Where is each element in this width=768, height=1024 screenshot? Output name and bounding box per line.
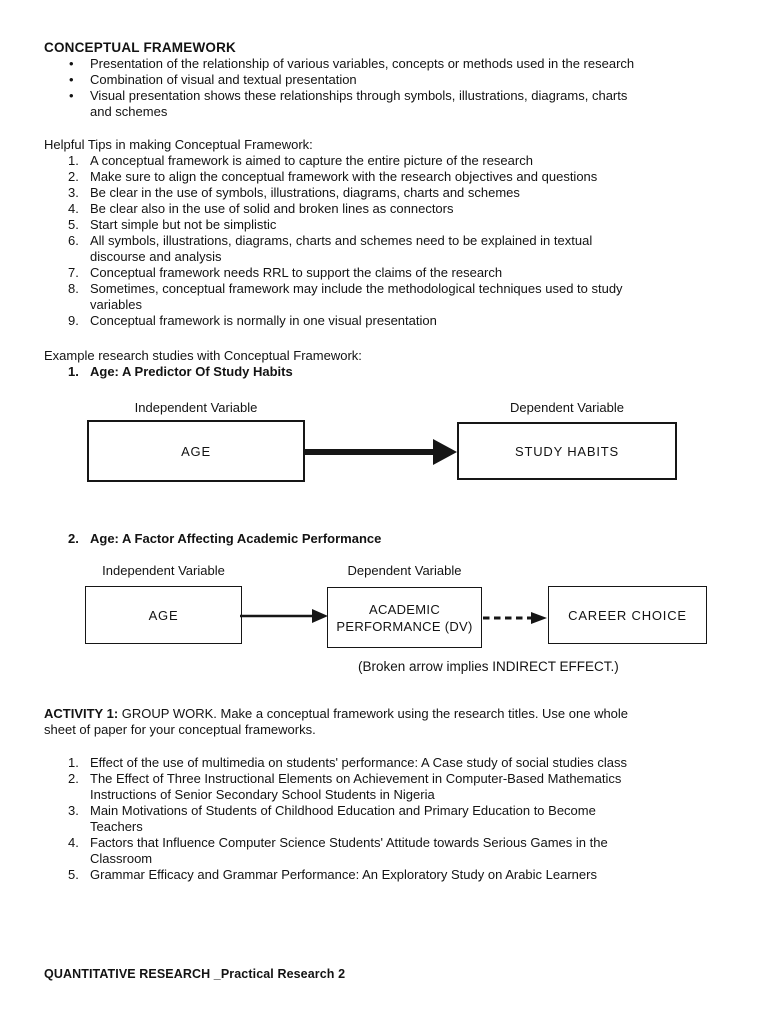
item-text: The Effect of Three Instructional Elemen…	[90, 771, 622, 802]
tip-item: 2. Make sure to align the conceptual fram…	[68, 169, 732, 185]
item-number: 8.	[68, 281, 79, 296]
independent-variable-label: Independent Variable	[102, 563, 225, 578]
tip-item: 4. Be clear also in the use of solid and …	[68, 201, 732, 217]
bullet-item: Presentation of the relationship of vari…	[68, 56, 732, 72]
solid-arrow-icon	[240, 609, 328, 623]
dependent-variable-label: Dependent Variable	[510, 400, 624, 415]
study-habits-box: STUDY HABITS	[457, 422, 677, 480]
example-2-title: 2. Age: A Factor Affecting Academic Perf…	[68, 531, 732, 547]
conceptual-framework-diagram-1: Independent Variable Dependent Variable …	[0, 380, 768, 525]
item-number: 1.	[68, 364, 79, 379]
age-box: AGE	[85, 586, 242, 644]
research-title-item: 3. Main Motivations of Students of Childh…	[68, 803, 732, 835]
solid-arrow-icon	[303, 439, 457, 465]
bullet-item: Visual presentation shows these relation…	[68, 88, 732, 120]
item-number: 2.	[68, 771, 79, 786]
example-1-title: 1. Age: A Predictor Of Study Habits	[68, 364, 732, 380]
tip-item: 9. Conceptual framework is normally in on…	[68, 313, 732, 329]
bullet-text: Visual presentation shows these relation…	[90, 88, 628, 119]
item-text: Factors that Influence Computer Science …	[90, 835, 608, 866]
research-title-item: 1. Effect of the use of multimedia on stu…	[68, 755, 732, 771]
dependent-variable-label: Dependent Variable	[347, 563, 462, 578]
conceptual-framework-diagram-2: Independent Variable Dependent Variable …	[0, 547, 768, 690]
tip-item: 8. Sometimes, conceptual framework may in…	[68, 281, 732, 313]
item-text: Start simple but not be simplistic	[90, 217, 277, 232]
item-text: Main Motivations of Students of Childhoo…	[90, 803, 596, 834]
item-text: Conceptual framework needs RRL to suppor…	[90, 265, 503, 280]
item-text: All symbols, illustrations, diagrams, ch…	[90, 233, 593, 264]
item-number: 4.	[68, 201, 79, 216]
item-number: 4.	[68, 835, 79, 850]
tip-item: 3. Be clear in the use of symbols, illust…	[68, 185, 732, 201]
dashed-arrow-icon	[483, 612, 547, 624]
tip-item: 6. All symbols, illustrations, diagrams, …	[68, 233, 732, 265]
bullet-item: Combination of visual and textual presen…	[68, 72, 732, 88]
item-number: 2.	[68, 169, 79, 184]
item-text: Effect of the use of multimedia on stude…	[90, 755, 627, 770]
research-title-item: 2. The Effect of Three Instructional Elem…	[68, 771, 732, 803]
tip-item: 5. Start simple but not be simplistic	[68, 217, 732, 233]
activity-text: GROUP WORK. Make a conceptual framework …	[44, 706, 629, 737]
item-number: 9.	[68, 313, 79, 328]
item-text: Grammar Efficacy and Grammar Performance…	[90, 867, 597, 882]
item-text: Be clear also in the use of solid and br…	[90, 201, 454, 216]
item-text: Make sure to align the conceptual framew…	[90, 169, 598, 184]
item-number: 5.	[68, 867, 79, 882]
item-number: 2.	[68, 531, 79, 546]
bullet-list: Presentation of the relationship of vari…	[0, 56, 768, 120]
item-text: Conceptual framework is normally in one …	[90, 313, 437, 328]
independent-variable-label: Independent Variable	[134, 400, 258, 415]
career-choice-box: CAREER CHOICE	[548, 586, 707, 644]
activity-paragraph: ACTIVITY 1: GROUP WORK. Make a conceptua…	[44, 706, 728, 738]
item-number: 7.	[68, 265, 79, 280]
item-text: Sometimes, conceptual framework may incl…	[90, 281, 623, 312]
item-number: 3.	[68, 803, 79, 818]
research-title-item: 4. Factors that Influence Computer Scienc…	[68, 835, 732, 867]
bullet-text: Combination of visual and textual presen…	[90, 72, 357, 87]
bullet-text: Presentation of the relationship of vari…	[90, 56, 635, 71]
tips-heading: Helpful Tips in making Conceptual Framew…	[44, 137, 313, 152]
footer-text: QUANTITATIVE RESEARCH _Practical Researc…	[44, 967, 346, 981]
item-text: A conceptual framework is aimed to captu…	[90, 153, 533, 168]
research-title-item: 5. Grammar Efficacy and Grammar Performan…	[68, 867, 732, 883]
research-titles-list: 1. Effect of the use of multimedia on stu…	[0, 755, 768, 883]
page-title: CONCEPTUAL FRAMEWORK	[44, 40, 236, 55]
examples-heading: Example research studies with Conceptual…	[44, 348, 362, 363]
academic-performance-box: ACADEMIC PERFORMANCE (DV)	[327, 587, 482, 648]
item-number: 3.	[68, 185, 79, 200]
activity-label: ACTIVITY 1:	[44, 706, 119, 721]
item-number: 1.	[68, 153, 79, 168]
item-text: Age: A Predictor Of Study Habits	[90, 364, 293, 379]
item-text: Age: A Factor Affecting Academic Perform…	[90, 531, 382, 546]
tip-item: 1. A conceptual framework is aimed to cap…	[68, 153, 732, 169]
item-number: 5.	[68, 217, 79, 232]
broken-arrow-caption: (Broken arrow implies INDIRECT EFFECT.)	[358, 659, 619, 674]
tip-item: 7. Conceptual framework needs RRL to supp…	[68, 265, 732, 281]
item-number: 1.	[68, 755, 79, 770]
age-box: AGE	[87, 420, 305, 482]
item-text: Be clear in the use of symbols, illustra…	[90, 185, 520, 200]
item-number: 6.	[68, 233, 79, 248]
tips-list: 1. A conceptual framework is aimed to cap…	[0, 153, 768, 329]
